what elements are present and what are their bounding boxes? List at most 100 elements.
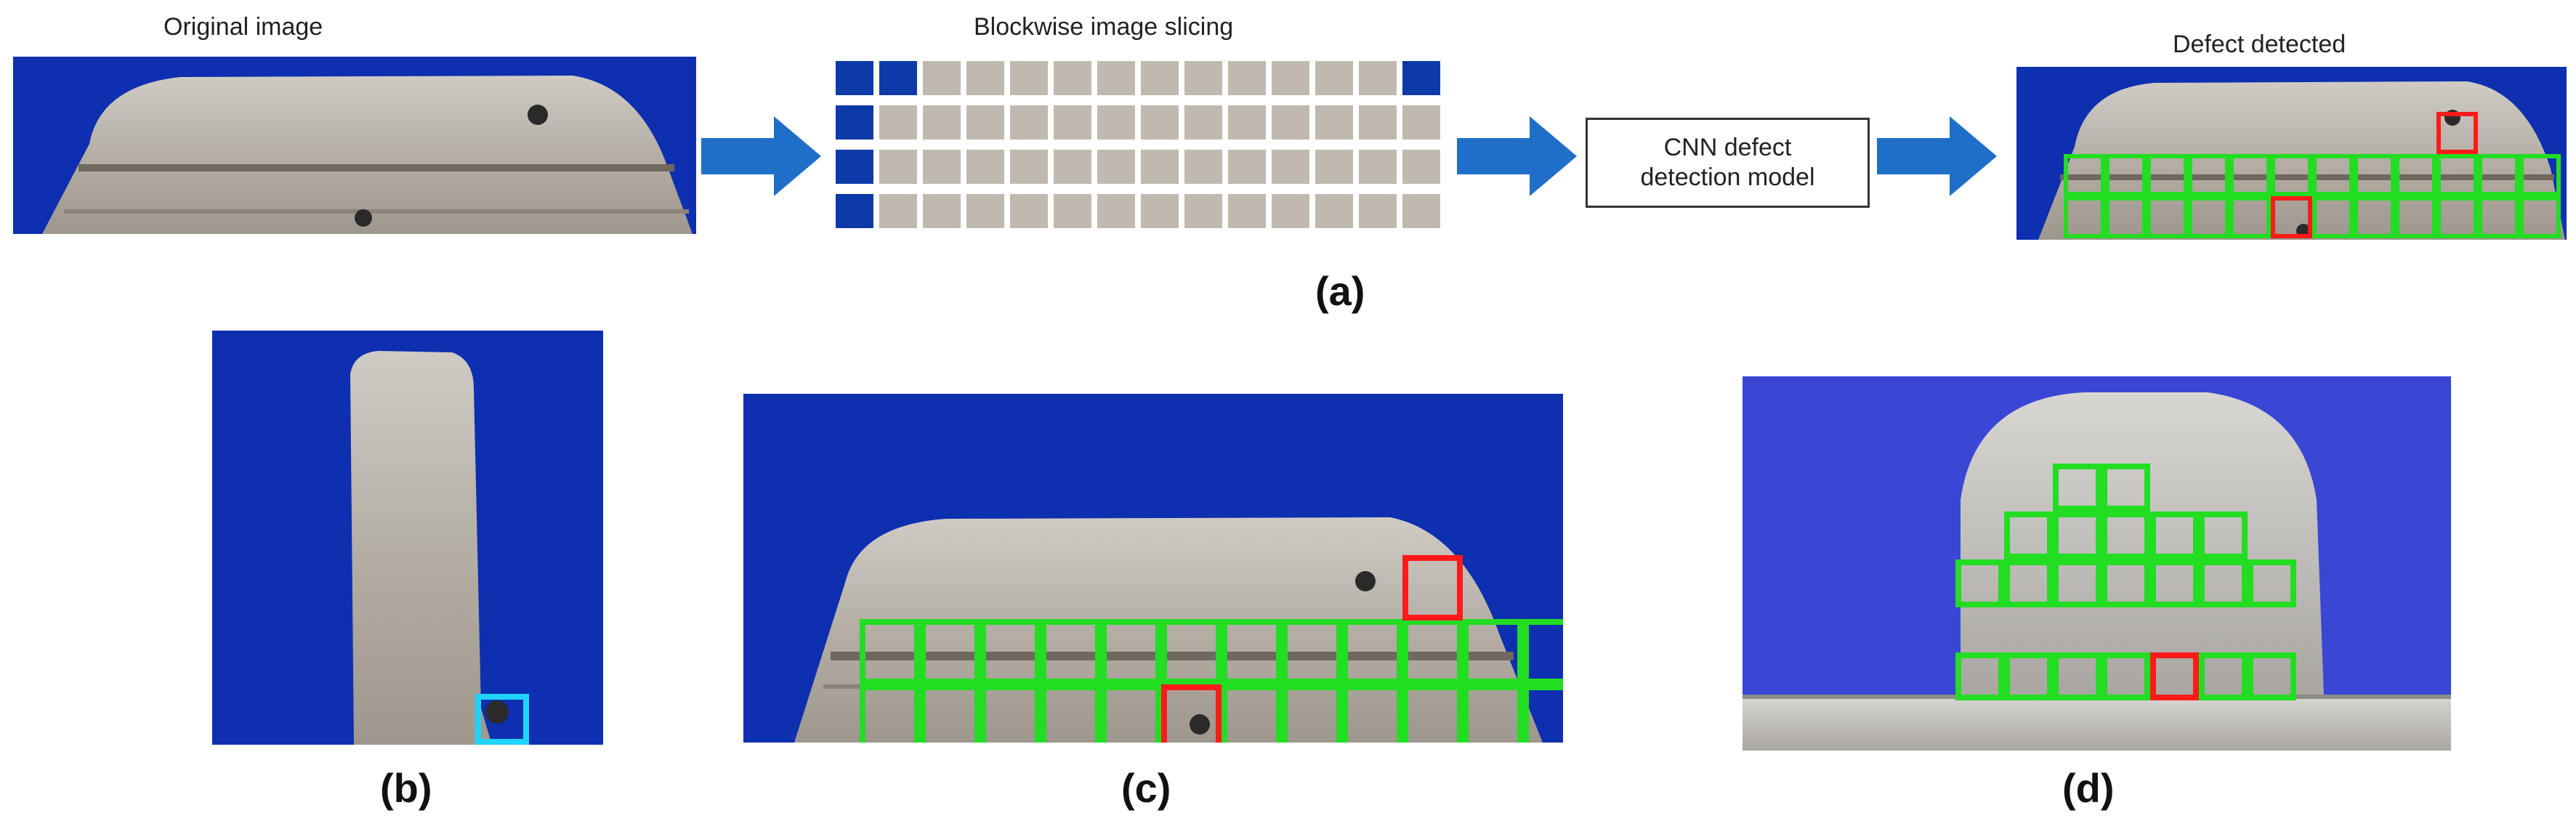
image-slice [1097, 150, 1135, 184]
normal-block-box [2248, 652, 2296, 700]
normal-block-box [980, 684, 1041, 743]
normal-block-box [2519, 154, 2561, 196]
cnn-label-line1: CNN defect [1663, 134, 1792, 162]
normal-block-box [2199, 559, 2248, 607]
normal-block-box [1342, 684, 1402, 743]
subfigure-label-b: (b) [380, 765, 432, 811]
normal-block-box [860, 619, 920, 684]
defect-block-box [2150, 652, 2199, 700]
normal-block-box [1222, 684, 1282, 743]
normal-block-box [2478, 196, 2519, 238]
image-slice [1272, 150, 1309, 184]
image-slice [966, 61, 1004, 95]
normal-block-box [920, 684, 980, 743]
normal-block-box [2395, 196, 2436, 238]
normal-block-box [2312, 154, 2354, 196]
image-slice [836, 194, 873, 228]
normal-block-box [2147, 196, 2188, 238]
image-slice [1402, 150, 1440, 184]
normal-block-box [2188, 196, 2229, 238]
image-slice [1315, 150, 1353, 184]
normal-block-box [1282, 684, 1342, 743]
normal-block-box [1463, 684, 1523, 743]
normal-block-box [2150, 511, 2199, 559]
image-slice [1315, 194, 1353, 228]
normal-block-box [2354, 154, 2395, 196]
image-slice [1315, 61, 1353, 95]
weld-bead-vertical-image [350, 351, 509, 745]
image-slice [1184, 105, 1222, 139]
panel-b-image [212, 331, 603, 745]
image-slice [1402, 105, 1440, 139]
defect-block-box [2436, 112, 2478, 154]
normal-block-box [980, 619, 1041, 684]
normal-block-box [2229, 154, 2271, 196]
image-slice [1402, 194, 1440, 228]
detected-image-panel [2016, 67, 2567, 240]
normal-block-box [2229, 196, 2271, 238]
image-slice [1359, 105, 1397, 139]
image-slice [1228, 194, 1266, 228]
normal-block-box [920, 619, 980, 684]
normal-block-box [1523, 684, 1563, 743]
label-blockwise-slicing: Blockwise image slicing [974, 13, 1234, 41]
image-slice [1010, 105, 1048, 139]
image-slice [1010, 194, 1048, 228]
normal-block-box [2105, 196, 2147, 238]
normal-block-box [1402, 619, 1463, 684]
arrow-right-icon [1457, 116, 1577, 196]
image-slice [1228, 105, 1266, 139]
normal-block-box [860, 684, 920, 743]
image-slice [1097, 61, 1135, 95]
image-slice [1359, 61, 1397, 95]
normal-block-box [2248, 559, 2296, 607]
normal-block-box [2199, 652, 2248, 700]
image-slice [1315, 105, 1353, 139]
image-slice [966, 194, 1004, 228]
sliced-image-panel [836, 57, 1455, 234]
subfigure-label-d: (d) [2062, 765, 2115, 811]
normal-block-box [2004, 511, 2053, 559]
normal-block-box [1955, 559, 2004, 607]
normal-block-box [1523, 619, 1563, 684]
normal-block-box [2004, 652, 2053, 700]
normal-block-box [1101, 619, 1161, 684]
normal-block-box [2436, 196, 2478, 238]
image-slice [836, 105, 873, 139]
image-slice [1184, 61, 1222, 95]
normal-block-box [2004, 559, 2053, 607]
image-slice [1228, 61, 1266, 95]
image-slice [1141, 194, 1179, 228]
normal-block-box [2053, 464, 2101, 511]
normal-block-box [2519, 196, 2561, 238]
image-slice [836, 150, 873, 184]
normal-block-box [2478, 154, 2519, 196]
weld-bead-dome-image [1743, 392, 2451, 751]
image-slice [1097, 105, 1135, 139]
normal-block-box [1342, 619, 1402, 684]
image-slice [1010, 61, 1048, 95]
image-slice [1054, 150, 1091, 184]
image-slice [1359, 150, 1397, 184]
image-slice [1272, 194, 1309, 228]
image-slice [1054, 105, 1091, 139]
image-slice [879, 61, 917, 95]
panel-d-image [1743, 376, 2451, 751]
sliced-grid [836, 61, 1440, 228]
image-slice [879, 105, 917, 139]
normal-block-box [2271, 154, 2312, 196]
image-slice [1272, 61, 1309, 95]
image-slice [1228, 150, 1266, 184]
image-slice [879, 150, 917, 184]
normal-block-box [1402, 684, 1463, 743]
original-image-panel [13, 57, 696, 234]
image-slice [1010, 150, 1048, 184]
subfigure-label-a: (a) [1315, 268, 1365, 314]
normal-block-box [2053, 511, 2101, 559]
image-slice [923, 61, 961, 95]
image-slice [923, 105, 961, 139]
image-slice [1272, 105, 1309, 139]
label-original-image: Original image [163, 13, 323, 41]
normal-block-box [1101, 684, 1161, 743]
normal-block-box [2053, 652, 2101, 700]
